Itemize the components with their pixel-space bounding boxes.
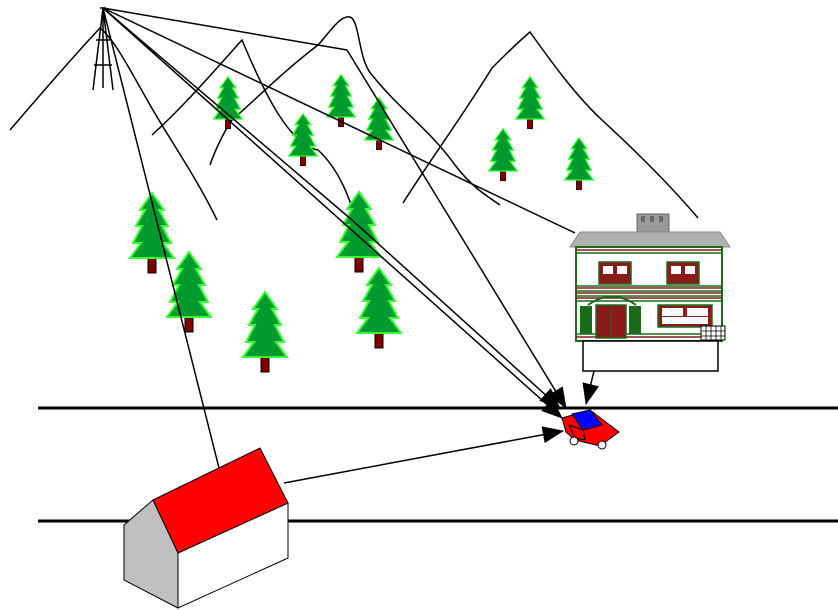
signal-path-tower-to-tree — [102, 7, 353, 221]
townhouse-icon — [569, 213, 731, 372]
pine-tree-icon — [325, 73, 357, 128]
mountain-middle-left — [151, 38, 359, 226]
pine-tree-icon — [355, 266, 403, 349]
transmitter-tower-icon — [92, 7, 114, 91]
pine-tree-icon — [563, 136, 595, 191]
mountain-right — [402, 30, 699, 219]
pine-tree-icon — [241, 290, 289, 373]
signal-path-tower-direct-to-car — [102, 7, 563, 419]
pine-tree-icon — [128, 191, 176, 274]
pine-tree-icon — [514, 75, 546, 130]
pine-tree-icon — [287, 112, 319, 167]
signal-path-ridge-to-car — [346, 49, 567, 409]
house-icon — [123, 447, 289, 609]
signal-path-tower-to-ridge — [102, 7, 348, 51]
signal-path-tower-to-cottage — [102, 7, 220, 469]
signal-path-tower-to-townhouse — [102, 7, 576, 234]
pine-tree-icon — [363, 96, 395, 151]
pine-tree-icon — [335, 190, 383, 273]
signal-path-tree-to-car — [351, 219, 561, 409]
pine-tree-icon — [165, 250, 213, 333]
pine-tree-icon — [212, 75, 244, 130]
forest — [128, 73, 595, 373]
signal-paths — [102, 7, 600, 484]
mountain-left — [9, 26, 218, 221]
signal-path-cottage-to-car — [283, 426, 565, 484]
signal-path-townhouse-to-car — [582, 370, 600, 406]
pine-tree-icon — [487, 127, 519, 182]
car-icon — [561, 409, 620, 450]
